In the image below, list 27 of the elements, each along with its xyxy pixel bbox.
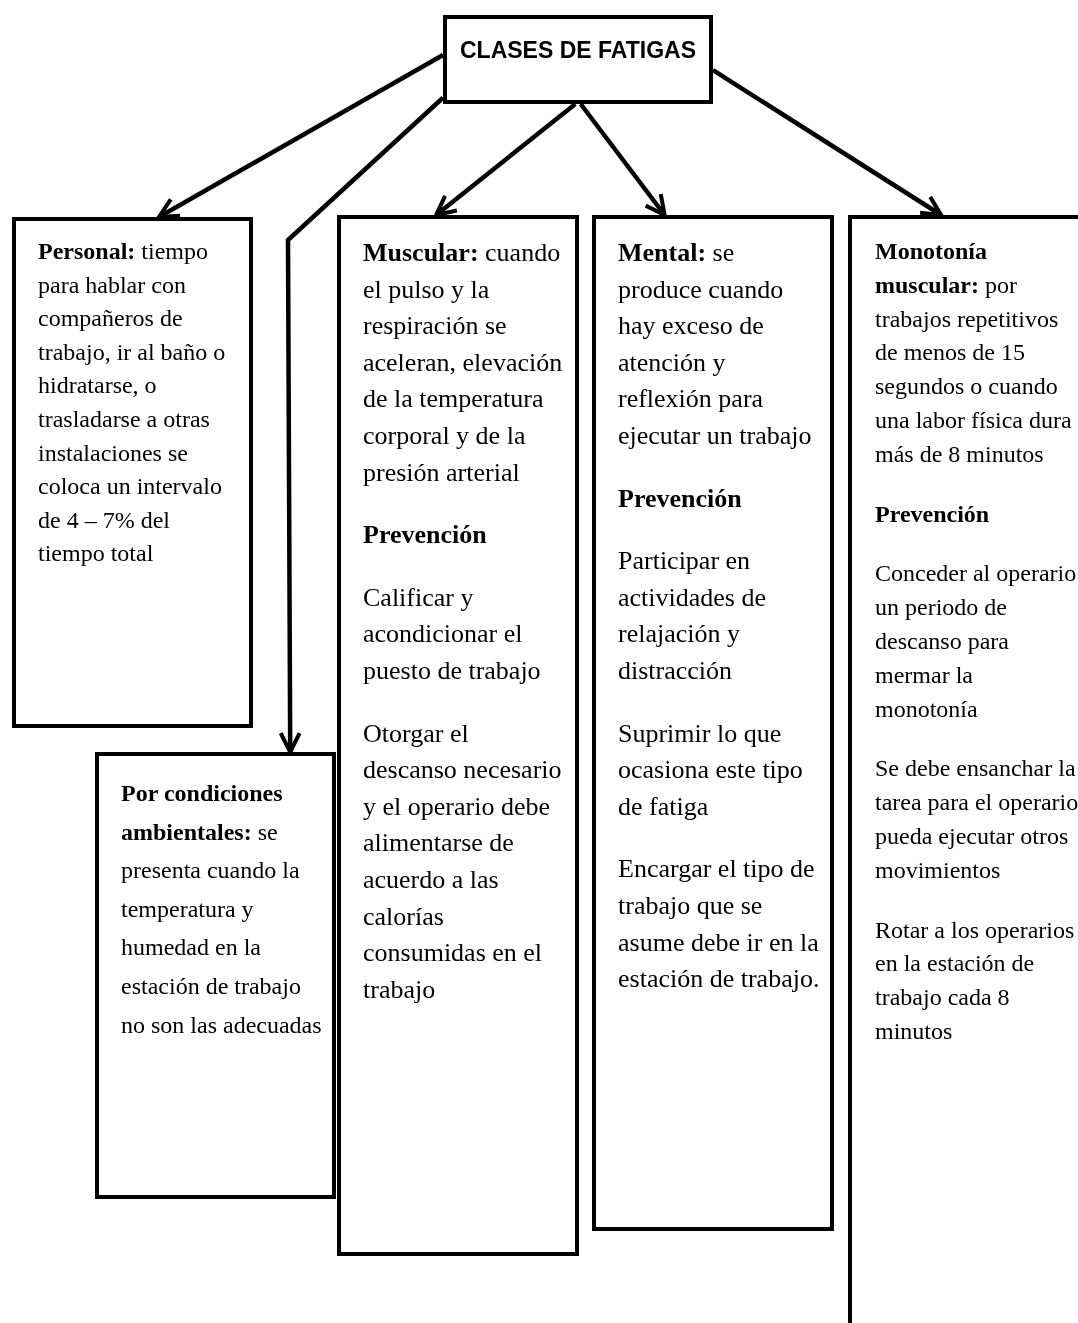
section-heading: Prevención [363, 519, 488, 552]
title-text: CLASES DE FATIGAS [459, 36, 697, 65]
arrow [278, 96, 445, 755]
description-text: Mental: se produce cuando hay exceso de atención y reflexión para ejecutar un trabajo [618, 237, 813, 452]
category-box [848, 215, 1078, 1323]
description-text: Por condiciones ambientales: se presenta cuando la temperatura y humedad en la estación de trabajo no son las adecuadas [121, 779, 323, 1040]
description-text: Conceder al operario un periodo de descanso para mermar la monotonía [875, 559, 1078, 724]
description-text: Rotar a los operarios en la estación de trabajo cada 8 minutos [875, 915, 1076, 1046]
arrow [434, 102, 577, 218]
description-text: Se debe ensanchar la tarea para el operario pueda ejecutar otros movimientos [875, 754, 1078, 885]
arrow [157, 53, 445, 220]
description-text: Encargar el tipo de trabajo que se asume debe ir en la estación de trabajo. [618, 853, 821, 996]
section-heading: Prevención [618, 482, 743, 515]
title-box [443, 15, 713, 104]
description-text: Personal: tiempo para hablar con compañeros de trabajo, ir al baño o hidratarse, o trasladarse a otras instalaciones se coloca un intervalo de 4 – 7% del tiempo total [38, 237, 227, 569]
description-text: Calificar y acondicionar el puesto de trabajo [363, 581, 542, 687]
description-text: Suprimir lo que ocasiona este tipo de fatiga [618, 717, 804, 823]
category-box [12, 217, 253, 728]
arrow [578, 102, 667, 218]
description-text: Otorgar el descanso necesario y el operario debe alimentarse de acuerdo a las calorías consumidas en el trabajo [363, 717, 563, 1006]
category-box [337, 215, 579, 1256]
description-text: Monotonía muscular: por trabajos repetitivos de menos de 15 segundos o cuando una labor física dura más de 8 minutos [875, 237, 1073, 469]
description-text: Muscular: cuando el pulso y la respiración se aceleran, elevación de la temperatura corporal y de la presión arterial [363, 237, 564, 489]
description-text: Participar en actividades de relajación y distracción [618, 545, 767, 687]
category-box [95, 752, 336, 1199]
section-heading: Prevención [875, 499, 991, 529]
category-box [592, 215, 834, 1231]
